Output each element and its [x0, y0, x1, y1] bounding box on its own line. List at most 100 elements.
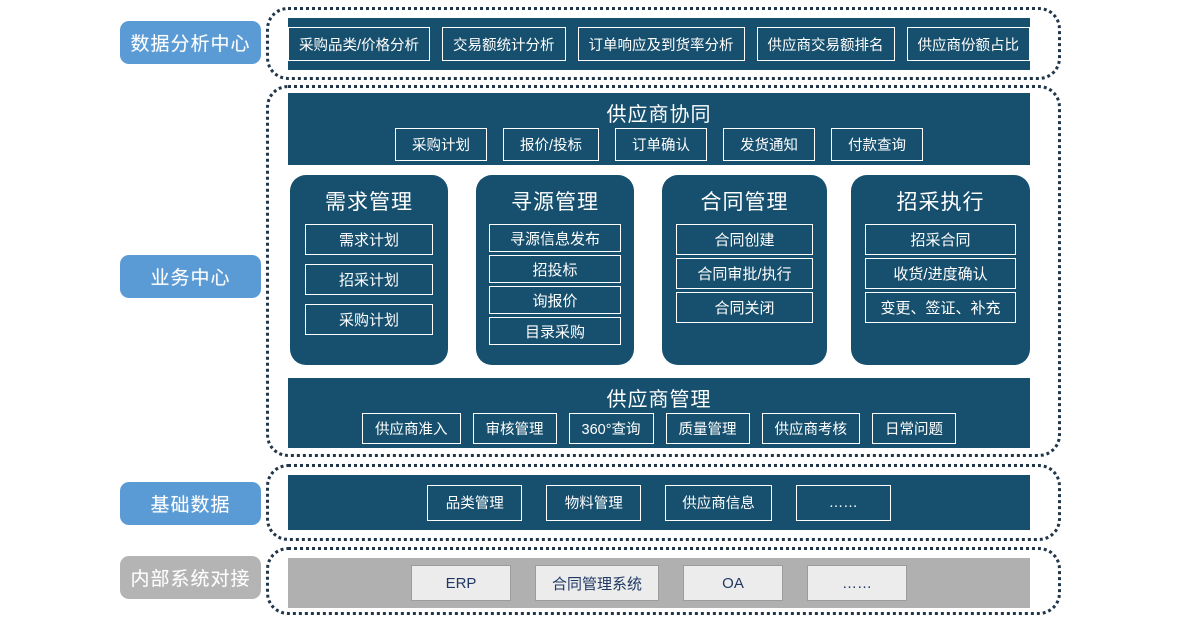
supplier-mgmt-chip-2-label: 360°查询 [581, 421, 641, 438]
supplier-mgmt-chip-5-label: 日常问题 [885, 421, 943, 438]
supplier-mgmt-chip-3[interactable]: 质量管理 [665, 412, 750, 444]
business-card-0-item-2[interactable]: 采购计划 [305, 304, 433, 335]
business-card-2-items: 合同创建合同审批/执行合同关闭 [662, 224, 827, 323]
rail-label-analysis-center-text: 数据分析中心 [130, 34, 251, 55]
business-card-2-item-1-label: 合同审批/执行 [697, 266, 792, 283]
supplier-management-chip-row: 供应商准入 审核管理 360°查询 质量管理供应商考核 日常问题 [288, 411, 1030, 445]
business-card-0-item-1[interactable]: 招采计划 [305, 264, 433, 295]
internal-system-chip-1-label: 合同管理系统 [551, 575, 642, 593]
internal-system-chip-0-label: ERP [445, 574, 477, 592]
base-data-chip-1[interactable]: 物料管理 [546, 484, 642, 521]
frame-business-center [266, 85, 1061, 457]
rail-label-business-center-text: 业务中心 [150, 268, 231, 289]
collab-chip-2[interactable]: 订单确认 [615, 127, 708, 161]
analysis-chip-0[interactable]: 采购品类/价格分析 [287, 27, 431, 61]
rail-label-business-center[interactable]: 业务中心 [120, 255, 261, 298]
supplier-mgmt-chip-2[interactable]: 360°查询 [568, 412, 654, 444]
analysis-chip-2[interactable]: 订单响应及到货率分析 [577, 27, 745, 61]
internal-systems-chip-row: ERP 合同管理系统 OA …… [288, 558, 1030, 608]
supplier-mgmt-chip-0[interactable]: 供应商准入 [362, 412, 461, 444]
business-card-2-item-1[interactable]: 合同审批/执行 [676, 258, 813, 289]
analysis-chip-2-label: 订单响应及到货率分析 [588, 37, 734, 54]
business-card-1-title: 寻源管理 [511, 191, 599, 214]
frame-base-data [266, 464, 1061, 541]
collab-chip-1[interactable]: 报价/投标 [502, 127, 600, 161]
analysis-chip-0-label: 采购品类/价格分析 [298, 37, 420, 54]
supplier-mgmt-chip-1[interactable]: 审核管理 [472, 412, 557, 444]
business-card-demand-management: 需求管理 需求计划招采计划采购计划 [290, 175, 448, 365]
business-card-tender-execution: 招采执行 招采合同收货/进度确认变更、签证、补充 [851, 175, 1030, 365]
base-data-chip-2[interactable]: 供应商信息 [665, 484, 772, 521]
collab-chip-1-label: 报价/投标 [519, 137, 583, 154]
supplier-mgmt-chip-5[interactable]: 日常问题 [872, 412, 956, 444]
base-data-chip-1-label: 物料管理 [564, 496, 623, 512]
analysis-chip-1[interactable]: 交易额统计分析 [442, 27, 566, 61]
frame-analysis-center [266, 7, 1061, 80]
panel-analysis-center [288, 18, 1030, 70]
analysis-chip-1-label: 交易额统计分析 [453, 37, 555, 54]
business-card-0-item-2-label: 采购计划 [338, 312, 399, 329]
base-data-chip-0-label: 品类管理 [445, 496, 504, 512]
analysis-chip-3-label: 供应商交易额排名 [767, 37, 884, 54]
base-data-chip-3[interactable]: …… [795, 484, 891, 521]
business-card-sourcing-management: 寻源管理 寻源信息发布招投标询报价目录采购 [476, 175, 634, 365]
business-card-3-item-0-label: 招采合同 [910, 232, 971, 249]
business-card-1-item-0-label: 寻源信息发布 [509, 230, 600, 248]
supplier-mgmt-chip-4[interactable]: 供应商考核 [761, 412, 860, 444]
business-card-1-item-0[interactable]: 寻源信息发布 [489, 224, 621, 252]
panel-base-data [288, 475, 1030, 530]
business-card-1-item-2[interactable]: 询报价 [489, 286, 621, 314]
business-card-3-title: 招采执行 [896, 191, 985, 214]
rail-label-base-data-text: 基础数据 [150, 495, 231, 516]
rail-label-analysis-center[interactable]: 数据分析中心 [120, 21, 261, 64]
business-card-1-item-1-label: 招投标 [532, 261, 578, 279]
collab-chip-4[interactable]: 付款查询 [831, 127, 924, 161]
business-card-3-item-0[interactable]: 招采合同 [865, 224, 1016, 255]
business-card-3-item-2[interactable]: 变更、签证、补充 [865, 292, 1016, 323]
business-card-2-item-2[interactable]: 合同关闭 [676, 292, 813, 323]
internal-system-chip-0[interactable]: ERP [410, 565, 511, 601]
business-card-1-item-3[interactable]: 目录采购 [489, 317, 621, 345]
analysis-chip-3[interactable]: 供应商交易额排名 [756, 27, 895, 61]
business-card-3-item-1-label: 收货/进度确认 [893, 266, 988, 283]
business-card-2-item-2-label: 合同关闭 [714, 300, 775, 317]
analysis-chip-4[interactable]: 供应商份额占比 [906, 27, 1031, 61]
internal-system-chip-2[interactable]: OA [683, 565, 783, 601]
rail-label-base-data[interactable]: 基础数据 [120, 482, 261, 525]
collab-chip-0[interactable]: 采购计划 [394, 127, 487, 161]
frame-internal-systems [266, 547, 1061, 615]
business-card-2-item-0-label: 合同创建 [714, 232, 775, 249]
business-card-0-items: 需求计划招采计划采购计划 [290, 224, 448, 335]
business-card-0-item-0[interactable]: 需求计划 [305, 224, 433, 255]
rail-label-internal-systems-text: 内部系统对接 [130, 569, 251, 590]
business-card-contract-management: 合同管理 合同创建合同审批/执行合同关闭 [662, 175, 827, 365]
collab-chip-3-label: 发货通知 [740, 137, 799, 154]
supplier-collaboration-title: 供应商协同 [606, 104, 712, 126]
business-card-1-item-1[interactable]: 招投标 [489, 255, 621, 283]
business-card-0-item-1-label: 招采计划 [338, 272, 399, 289]
base-data-chip-3-label: …… [828, 494, 858, 511]
business-card-2-item-0[interactable]: 合同创建 [676, 224, 813, 255]
internal-system-chip-1[interactable]: 合同管理系统 [534, 565, 659, 601]
collab-chip-4-label: 付款查询 [848, 137, 907, 154]
base-data-chip-2-label: 供应商信息 [682, 496, 755, 512]
business-card-1-item-3-label: 目录采购 [524, 323, 585, 341]
business-card-1-item-2-label: 询报价 [532, 292, 578, 310]
business-card-1-items: 寻源信息发布招投标询报价目录采购 [476, 224, 634, 345]
collab-chip-3[interactable]: 发货通知 [723, 127, 816, 161]
internal-system-chip-3[interactable]: …… [807, 565, 907, 601]
base-data-chip-0[interactable]: 品类管理 [427, 484, 523, 521]
business-card-3-item-1[interactable]: 收货/进度确认 [865, 258, 1016, 289]
supplier-mgmt-chip-0-label: 供应商准入 [375, 421, 448, 438]
supplier-mgmt-chip-1-label: 审核管理 [485, 421, 544, 438]
business-card-0-item-0-label: 需求计划 [338, 232, 399, 249]
business-card-2-title: 合同管理 [700, 191, 789, 214]
business-card-3-items: 招采合同收货/进度确认变更、签证、补充 [851, 224, 1030, 323]
internal-system-chip-3-label: …… [842, 574, 872, 592]
analysis-chip-4-label: 供应商份额占比 [917, 37, 1020, 54]
collab-chip-2-label: 订单确认 [632, 137, 691, 154]
rail-label-internal-systems[interactable]: 内部系统对接 [120, 556, 261, 599]
panel-supplier-collaboration: 供应商协同 采购计划 报价/投标 订单确认 发货通知 付款查询 [288, 93, 1030, 165]
